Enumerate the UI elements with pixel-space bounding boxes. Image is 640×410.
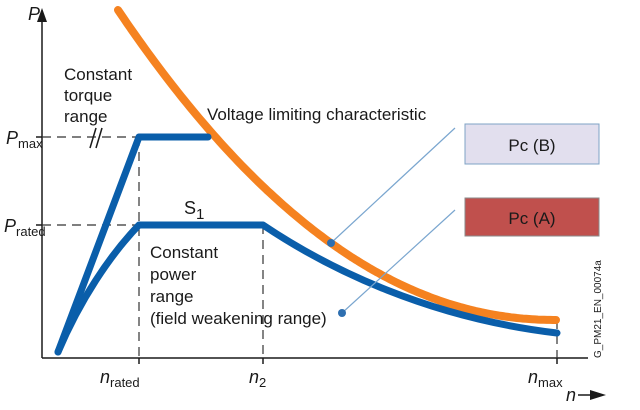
x-tick-n2-sub: 2 [259, 375, 266, 390]
pmax-break-mark-2 [95, 127, 103, 149]
legend-a: Pc (A) [464, 197, 600, 237]
leader-dot-b [327, 239, 335, 247]
voltage-limiting-label: Voltage limiting characteristic [207, 105, 427, 124]
constant-power-label: Constant power range (field weakening ra… [150, 243, 327, 328]
s1-label: S1 [184, 198, 204, 223]
x-tick-rated-main: n [100, 367, 110, 387]
x-tick-max-main: n [528, 367, 538, 387]
constant-torque-line-3: range [64, 107, 107, 126]
s1-label-main: S [184, 198, 196, 218]
leader-line-a [341, 209, 456, 314]
x-tick-rated-sub: rated [110, 375, 140, 390]
constant-power-line-1: Constant [150, 243, 218, 262]
legend-label-b: Pc (B) [508, 136, 555, 155]
x-tick-label-n2: n2 [249, 367, 266, 390]
y-tick-pmax-sub: max [18, 136, 43, 151]
constant-power-line-2: power [150, 265, 197, 284]
voltage-limit-curve [114, 6, 560, 324]
constant-power-line-3: range [150, 287, 193, 306]
y-tick-prated-sub: rated [16, 224, 46, 239]
s1-curve [54, 221, 561, 356]
constant-power-line-4: (field weakening range) [150, 309, 327, 328]
legend-b: Pc (B) [464, 123, 600, 165]
figure-id-label: G_PM21_EN_00074a [593, 260, 604, 358]
constant-torque-label: Constant torque range [64, 65, 137, 126]
leader-line-b [330, 127, 456, 244]
axes [41, 18, 588, 359]
y-tick-pmax-main: P [6, 128, 18, 148]
pmax-curve [54, 133, 212, 356]
y-tick-label-prated: Prated [4, 216, 46, 239]
x-tick-label-max: nmax [528, 367, 563, 390]
legend-label-a: Pc (A) [508, 209, 555, 228]
s1-label-sub: 1 [196, 206, 204, 223]
constant-torque-line-1: Constant [64, 65, 132, 84]
legend-box-b [464, 123, 600, 165]
x-tick-n2-main: n [249, 367, 259, 387]
y-axis-arrow-icon [37, 8, 47, 22]
y-tick-prated-main: P [4, 216, 16, 236]
leader-dot-a [338, 309, 346, 317]
x-axis-label: n [566, 385, 576, 405]
y-axis-label: P [28, 4, 40, 24]
legend-box-a [464, 197, 600, 237]
x-axis-arrow-icon [590, 390, 606, 400]
pmax-break-mark [89, 127, 97, 149]
x-tick-max-sub: max [538, 375, 563, 390]
y-tick-label-pmax: Pmax [6, 128, 43, 151]
constant-torque-line-2: torque [64, 86, 112, 105]
x-tick-label-rated: nrated [100, 367, 140, 390]
